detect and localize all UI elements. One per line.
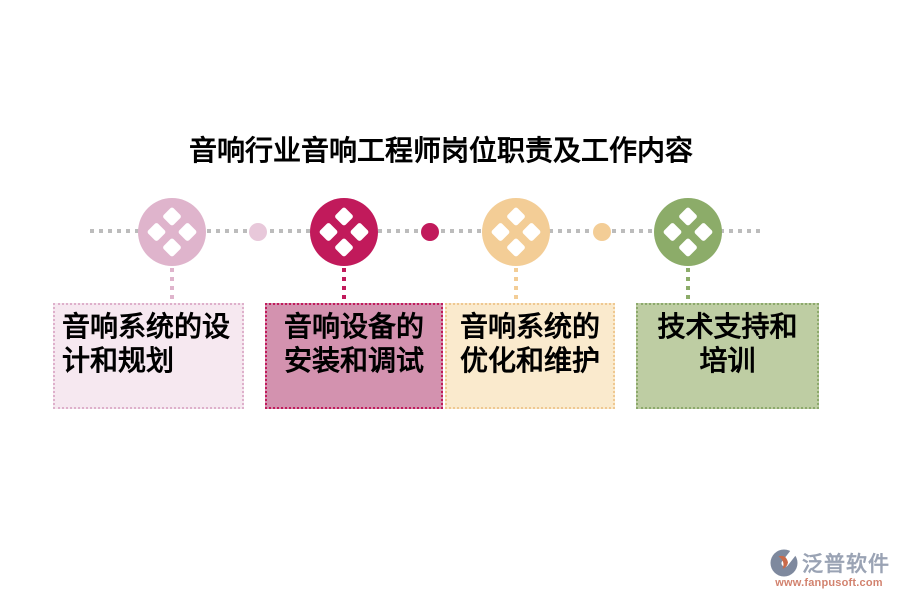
diamond-quad-icon — [319, 207, 369, 257]
diamond-quad-icon — [663, 207, 713, 257]
brand-watermark: 泛普软件 www.fanpusoft.com — [768, 548, 890, 589]
timeline-node-1-circle — [138, 198, 206, 266]
timeline-between-dot-1 — [249, 223, 267, 241]
node-3-connector — [514, 268, 518, 302]
diamond-quad-icon — [491, 207, 541, 257]
brand-row: 泛普软件 — [768, 548, 890, 578]
task-box-1: 音响系统的设 计和规划 — [53, 303, 244, 409]
brand-url: www.fanpusoft.com — [775, 577, 883, 589]
diamond-quad-icon — [147, 207, 197, 257]
timeline-between-dot-3 — [593, 223, 611, 241]
page-title: 音响行业音响工程师岗位职责及工作内容 — [188, 135, 693, 166]
timeline-between-dot-2 — [421, 223, 439, 241]
brand-name: 泛普软件 — [802, 553, 890, 576]
node-2-connector — [342, 268, 346, 302]
fanpu-logo-icon — [770, 548, 798, 577]
task-box-3: 音响系统的 优化和维护 — [445, 303, 615, 409]
timeline-node-4-circle — [654, 198, 722, 266]
timeline-node-3-circle — [482, 198, 550, 266]
task-box-4: 技术支持和 培训 — [636, 303, 819, 409]
node-4-connector — [686, 268, 690, 302]
task-box-2: 音响设备的 安装和调试 — [265, 303, 443, 409]
node-1-connector — [170, 268, 174, 302]
timeline-node-2-circle — [310, 198, 378, 266]
